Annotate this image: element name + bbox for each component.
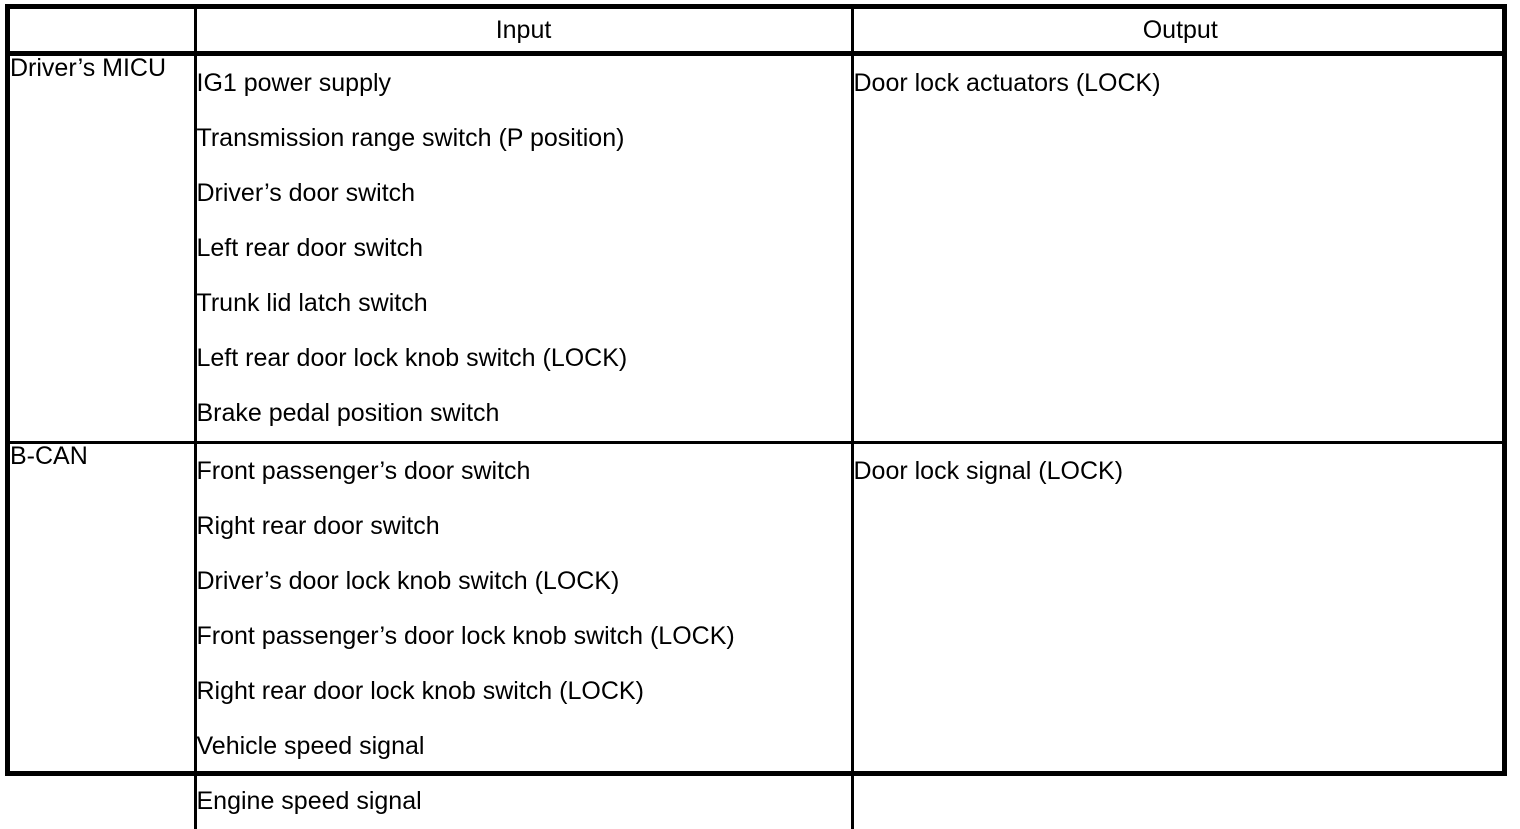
table-header-row: Input Output bbox=[10, 9, 1507, 54]
input-output-table: Input Output Driver’s MICU IG1 power sup… bbox=[10, 9, 1507, 829]
row-input-list-drivers-micu: IG1 power supply Transmission range swit… bbox=[195, 54, 852, 443]
table-row: B-CAN Front passenger’s door switch Righ… bbox=[10, 443, 1507, 829]
list-item: IG1 power supply bbox=[197, 56, 851, 111]
column-header-category bbox=[10, 9, 195, 54]
list-item: Door lock signal (LOCK) bbox=[854, 444, 1508, 499]
list-item: Left rear door switch bbox=[197, 221, 851, 276]
page-canvas: Input Output Driver’s MICU IG1 power sup… bbox=[0, 0, 1520, 784]
row-category-b-can: B-CAN bbox=[10, 443, 195, 829]
list-item: Front passenger’s door lock knob switch … bbox=[197, 609, 851, 664]
row-input-list-b-can: Front passenger’s door switch Right rear… bbox=[195, 443, 852, 829]
row-output-list-b-can: Door lock signal (LOCK) bbox=[852, 443, 1507, 829]
list-item: Brake pedal position switch bbox=[197, 386, 851, 441]
row-output-list-drivers-micu: Door lock actuators (LOCK) bbox=[852, 54, 1507, 443]
list-item: Trunk lid latch switch bbox=[197, 276, 851, 331]
list-item: Front passenger’s door switch bbox=[197, 444, 851, 499]
row-category-drivers-micu: Driver’s MICU bbox=[10, 54, 195, 443]
list-item: Right rear door switch bbox=[197, 499, 851, 554]
list-item: Transmission range switch (P position) bbox=[197, 111, 851, 166]
column-header-input: Input bbox=[195, 9, 852, 54]
list-item: Right rear door lock knob switch (LOCK) bbox=[197, 664, 851, 719]
list-item: Left rear door lock knob switch (LOCK) bbox=[197, 331, 851, 386]
list-item: Vehicle speed signal bbox=[197, 719, 851, 774]
list-item: Door lock actuators (LOCK) bbox=[854, 56, 1508, 111]
table-row: Driver’s MICU IG1 power supply Transmiss… bbox=[10, 54, 1507, 443]
io-table-frame: Input Output Driver’s MICU IG1 power sup… bbox=[5, 4, 1507, 776]
list-item: Driver’s door switch bbox=[197, 166, 851, 221]
column-header-output: Output bbox=[852, 9, 1507, 54]
list-item: Driver’s door lock knob switch (LOCK) bbox=[197, 554, 851, 609]
list-item: Engine speed signal bbox=[197, 774, 851, 829]
